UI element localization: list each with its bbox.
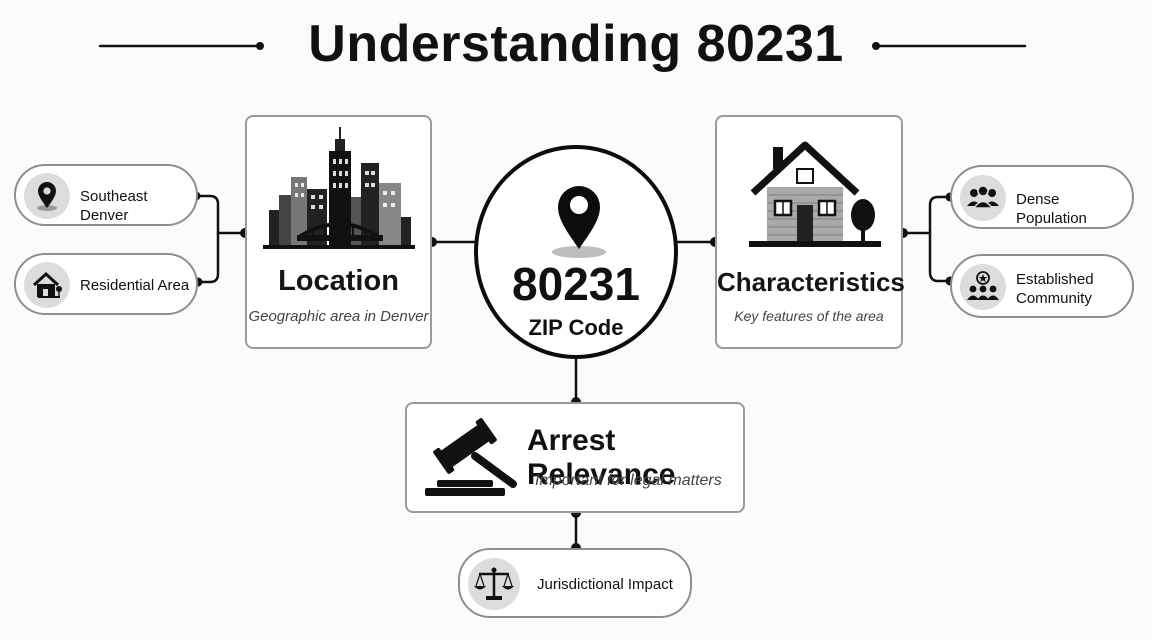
map-pin-icon [24, 173, 70, 219]
pill-label: Established Community [1016, 270, 1094, 308]
people-group-icon [960, 175, 1006, 221]
pill-label-line-1: Established [1016, 271, 1094, 288]
gavel-icon [419, 414, 525, 505]
location-card[interactable]: Location Geographic area in Denver [245, 115, 432, 349]
characteristics-card[interactable]: Characteristics Key features of the area [715, 115, 905, 349]
characteristics-item-dense-population[interactable]: Dense Population [950, 165, 1134, 229]
city-skyline-icon [263, 125, 415, 254]
location-item-residential-area[interactable]: Residential Area [14, 253, 198, 315]
map-pin-icon [544, 171, 614, 266]
characteristics-title: Characteristics [717, 267, 905, 297]
pill-label: Southeast Denver [80, 188, 148, 224]
community-star-icon [960, 264, 1006, 310]
zip-code-label: ZIP Code [528, 315, 624, 340]
characteristics-subtitle: Key features of the area [734, 308, 884, 324]
pill-label: Dense Population [1016, 191, 1087, 227]
pill-label: Residential Area [80, 277, 190, 294]
location-title: Location [278, 265, 399, 297]
scales-icon [468, 558, 520, 610]
arrest-relevance-card[interactable]: Arrest Relevance Important for legal mat… [405, 402, 745, 513]
zip-code-number: 80231 [512, 258, 640, 310]
pill-label: Jurisdictional Impact [537, 576, 673, 593]
page-title: Understanding 80231 [308, 15, 844, 73]
house-icon [24, 262, 70, 308]
arrest-item-jurisdictional-impact[interactable]: Jurisdictional Impact [458, 548, 692, 618]
house-tree-icon [749, 137, 881, 254]
location-item-southeast-denver[interactable]: Southeast Denver [14, 164, 198, 226]
pill-label-line-2: Community [1016, 290, 1092, 307]
zip-code-hub[interactable]: 80231 ZIP Code [474, 145, 678, 359]
arrest-title: Arrest Relevance [527, 424, 676, 491]
characteristics-item-established-community[interactable]: Established Community [950, 254, 1134, 318]
location-subtitle: Geographic area in Denver [248, 308, 429, 325]
arrest-subtitle: Important for legal matters [535, 472, 722, 489]
